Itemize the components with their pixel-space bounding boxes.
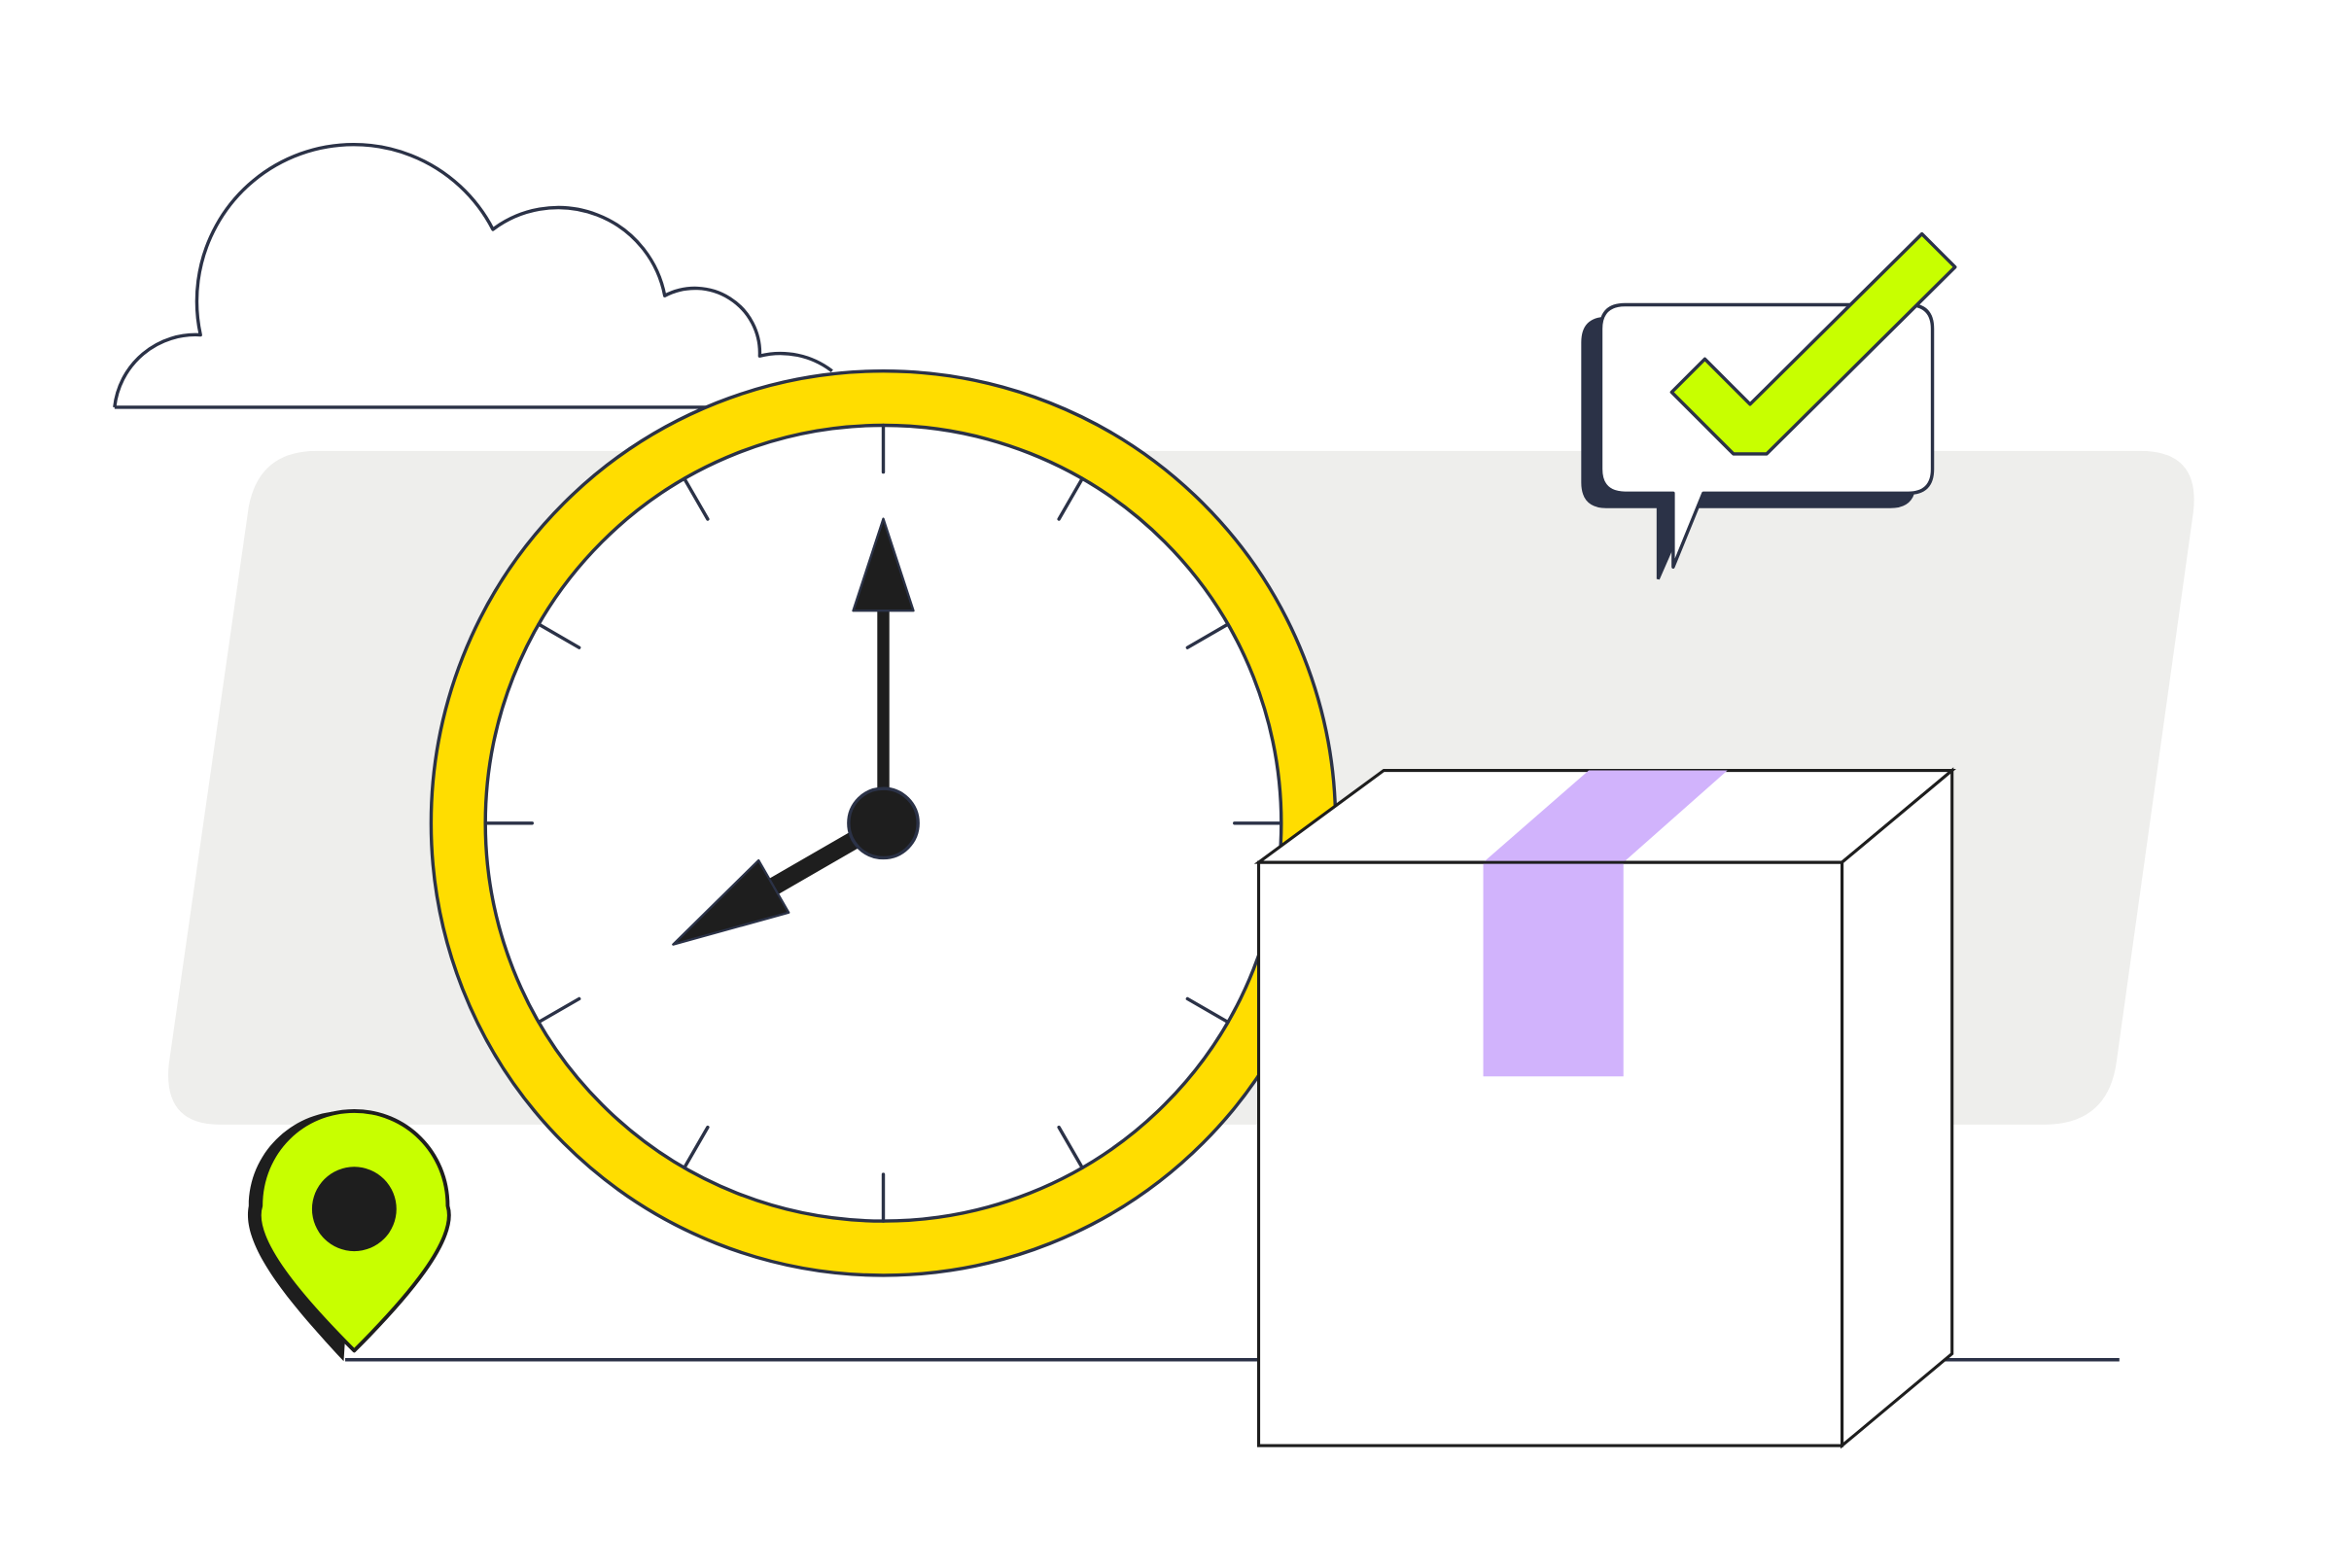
checkmark-icon (1669, 231, 1957, 456)
clock-tick (683, 1125, 710, 1169)
clock-tick (1057, 476, 1084, 521)
clock-center-cap (847, 786, 920, 860)
location-pin-dot (311, 1167, 397, 1252)
clock-tick (683, 476, 710, 521)
clock-tick (537, 622, 581, 649)
box-tape-top (1483, 770, 1728, 863)
clock-tick (1185, 622, 1230, 649)
cloud-icon (113, 142, 833, 409)
speech-bubble-icon (1581, 231, 1957, 580)
clock-tick (1185, 996, 1230, 1025)
clock-ticks (483, 423, 1283, 1223)
clock-tick (537, 996, 581, 1025)
box-tape-front (1483, 862, 1624, 1077)
clock-icon (429, 368, 1338, 1277)
location-pin-icon (247, 1108, 451, 1362)
package-box-icon (1253, 767, 1956, 1449)
clock-tick (1057, 1125, 1084, 1169)
box-side (1840, 767, 1954, 1449)
